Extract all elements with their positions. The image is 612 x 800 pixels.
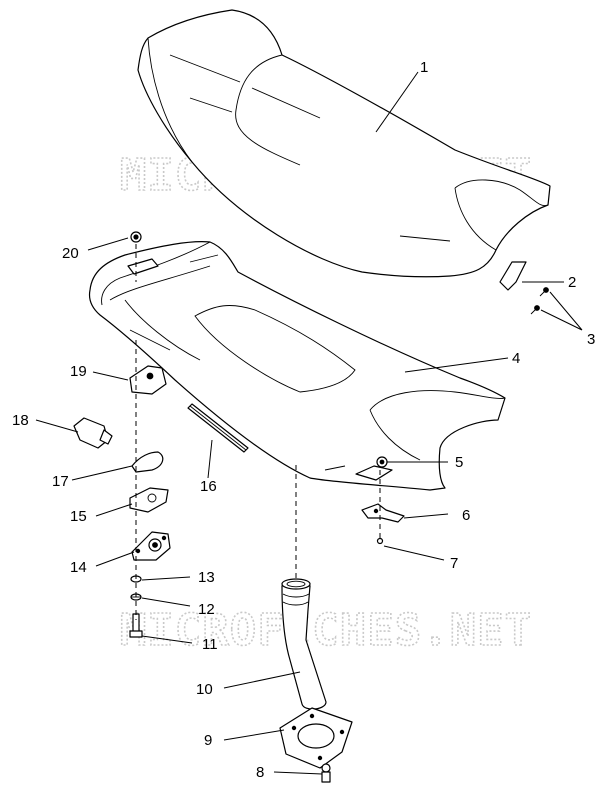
callout-7: 7 [450,555,458,572]
plate-part-15 [129,487,169,513]
callout-14: 14 [70,559,87,576]
callout-8: 8 [256,764,264,781]
callout-10: 10 [196,681,213,698]
cam-part-14 [131,531,171,561]
rivet-part-7 [376,537,384,545]
bracket-part-6 [361,503,405,523]
plate-part-5 [355,465,393,481]
callout-11: 11 [202,636,218,653]
callout-12: 12 [198,601,215,618]
nut-part-5 [376,456,388,468]
nut-part-20 [130,231,142,243]
tube-part-10 [281,578,327,710]
block-part-19 [129,365,167,395]
watermark-bottom: MICROFICHES.NET [120,605,532,656]
nut-part-8 [321,763,331,783]
seat-base-part [88,241,506,491]
callout-13: 13 [198,569,215,586]
clip-part-17 [131,451,164,473]
latch-part-18 [73,417,113,449]
callout-5: 5 [455,454,463,471]
callout-17: 17 [52,473,69,490]
leader-lines [35,71,583,775]
callout-19: 19 [70,363,87,380]
callout-6: 6 [462,507,470,524]
callout-16: 16 [200,478,217,495]
callout-9: 9 [204,732,212,749]
callout-1: 1 [420,59,428,76]
screw-parts-3 [530,287,549,315]
callout-20: 20 [62,245,79,262]
callout-2: 2 [568,274,576,291]
seat-part [137,9,551,278]
bracket-part-2 [499,261,527,291]
callout-18: 18 [12,412,29,429]
callout-3: 3 [587,331,595,348]
callout-15: 15 [70,508,87,525]
flange-part-9 [279,707,353,769]
callout-4: 4 [512,350,520,367]
